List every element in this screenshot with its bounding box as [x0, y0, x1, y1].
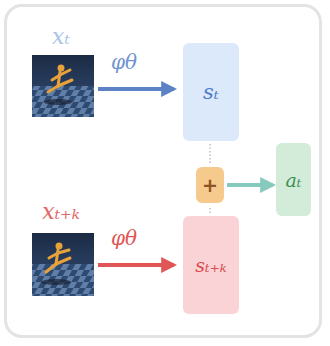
frame-label: xₜ [52, 24, 70, 49]
node-text: sₜ [203, 80, 219, 104]
node-text: aₜ [285, 169, 301, 191]
sum-operator: + [196, 167, 224, 203]
connector [209, 206, 210, 213]
node-text: sₜ₊ₖ [195, 254, 226, 276]
encoder-label: φθ [111, 50, 137, 74]
encoder-arrow-top [98, 87, 174, 91]
embedding-box: sₜ [183, 43, 239, 141]
action-box: aₜ [276, 143, 311, 216]
encoder-label: φθ [111, 226, 137, 250]
frame-image-top [32, 55, 94, 117]
connector [209, 144, 210, 164]
frame-image-bottom [32, 233, 94, 296]
encoder-arrow-bottom [98, 263, 174, 267]
connector [227, 183, 273, 187]
embedding-box: sₜ₊ₖ [183, 216, 239, 314]
node-text: + [202, 174, 218, 196]
frame-label: xₜ₊ₖ [42, 199, 79, 224]
